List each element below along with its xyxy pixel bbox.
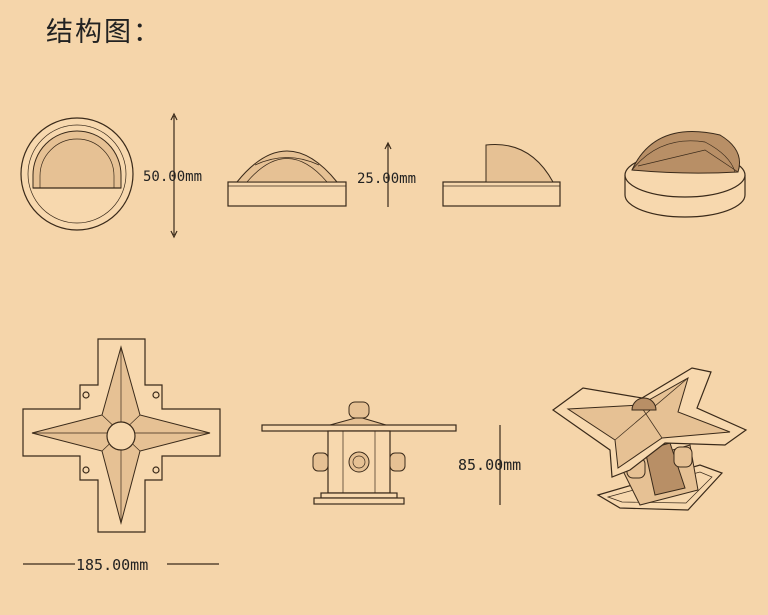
star-light-isometric-view [551,367,748,511]
dim-label-185mm: 185.00mm [76,556,148,574]
small-light-front-view [20,117,134,231]
small-light-isometric-view [624,131,746,218]
dimension-85mm: 85.00mm [458,425,521,505]
dim-label-25mm: 25.00mm [357,171,416,187]
dim-label-85mm: 85.00mm [458,456,521,474]
small-light-side-view [227,150,347,207]
star-light-front-view [261,401,457,505]
small-light-profile-view [442,143,561,207]
page-title: 结构图： [46,17,162,48]
star-light-top-view [22,338,221,533]
dimension-25mm: 25.00mm [357,141,416,207]
dim-label-50mm: 50.00mm [143,169,202,185]
dimension-185mm: 185.00mm [23,556,219,574]
dimension-50mm: 50.00mm [143,112,202,239]
